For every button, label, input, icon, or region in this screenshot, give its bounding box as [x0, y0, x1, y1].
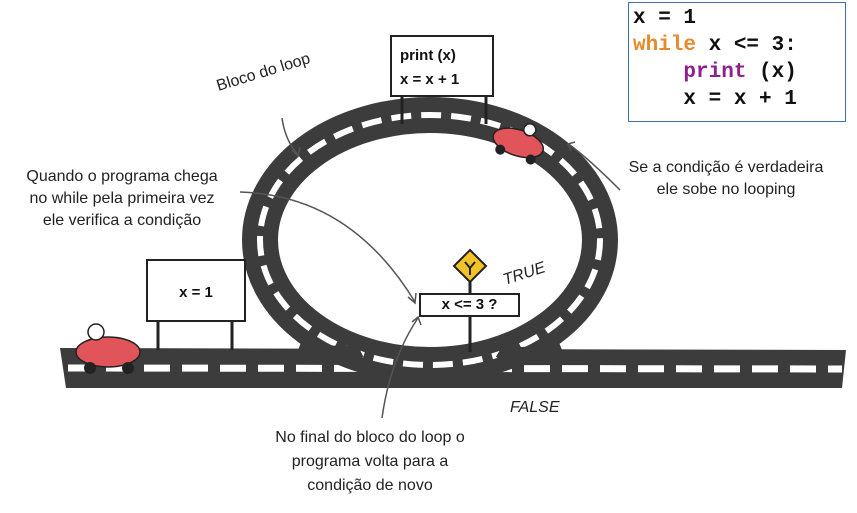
init-sign: x = 1 [146, 259, 246, 322]
true-label: TRUE [501, 259, 548, 289]
final-line-3: condição de novo [307, 477, 433, 494]
car-top-icon [492, 123, 545, 165]
quando-line-3: ele verifica a condição [42, 212, 202, 229]
final-annotation: No final do bloco do loop o programa vol… [250, 426, 490, 498]
print-function: print [683, 61, 747, 84]
while-condition: x <= 3: [696, 34, 797, 57]
se-line-1: Se a condição é verdadeira [628, 159, 824, 176]
loop-body-line-1: print (x) [400, 47, 456, 64]
loop-body-sign: print (x) x = x + 1 [390, 35, 494, 97]
code-line-1: x = 1 [633, 7, 697, 30]
init-sign-text: x = 1 [179, 284, 213, 301]
final-line-2: programa volta para a [291, 453, 449, 470]
increment-statement: x = x + 1 [683, 88, 797, 111]
code-line-4: x = x + 1 [633, 86, 845, 113]
code-line-2: while x <= 3: [633, 32, 845, 59]
quando-annotation: Quando o programa chega no while pela pr… [4, 166, 240, 232]
print-args: (x) [746, 61, 797, 84]
loop-body-line-2: x = x + 1 [400, 71, 460, 88]
quando-line-2: no while pela primeira vez [29, 190, 215, 207]
final-line-1: No final do bloco do loop o [275, 429, 465, 446]
se-line-2: ele sobe no looping [656, 181, 796, 198]
car-start-icon [75, 323, 141, 374]
false-label: FALSE [510, 399, 560, 416]
annotation-arrows [239, 117, 621, 419]
yield-sign-icon [452, 248, 488, 284]
condition-sign: x <= 3 ? [419, 293, 520, 317]
code-line-3: print (x) [633, 59, 845, 86]
quando-line-1: Quando o programa chega [26, 168, 218, 185]
loop-road [242, 97, 618, 383]
while-keyword: while [633, 34, 697, 57]
se-annotation: Se a condição é verdadeira ele sobe no l… [618, 157, 834, 201]
condition-sign-text: x <= 3 ? [441, 296, 498, 313]
code-snippet: x = 1 while x <= 3: print (x) x = x + 1 [628, 2, 846, 122]
